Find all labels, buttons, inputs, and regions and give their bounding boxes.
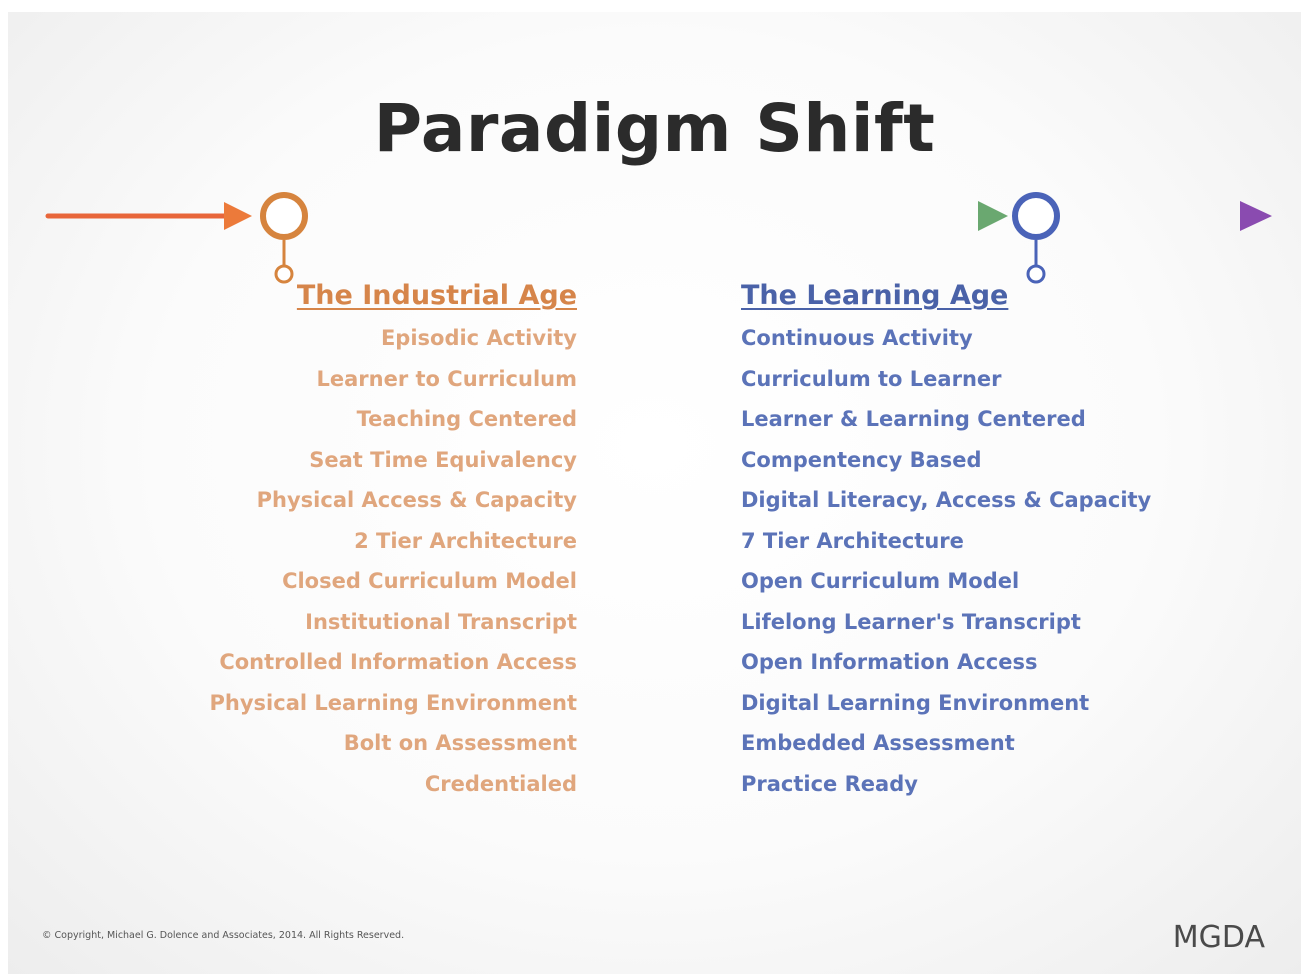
- learning-age-heading: The Learning Age: [741, 280, 1009, 311]
- slide: Paradigm Shift Th: [8, 12, 1301, 974]
- slide-title: Paradigm Shift: [373, 90, 936, 167]
- industrial-item: Episodic Activity: [380, 326, 577, 350]
- industrial-item: Institutional Transcript: [305, 609, 577, 634]
- arrowhead-end: [1240, 201, 1272, 231]
- industrial-item: Physical Access & Capacity: [256, 488, 577, 512]
- industrial-item: 2 Tier Architecture: [354, 528, 577, 553]
- industrial-age-list: Episodic Activity Learner to Curriculum …: [8, 318, 577, 804]
- industrial-item: Closed Curriculum Model: [282, 569, 577, 593]
- industrial-age-marker: [260, 192, 308, 240]
- learning-item: Embedded Assessment: [741, 731, 1015, 755]
- learning-item: Digital Literacy, Access & Capacity: [741, 488, 1152, 512]
- industrial-age-dot: [274, 264, 294, 284]
- industrial-item: Learner to Curriculum: [316, 366, 578, 391]
- industrial-item: Bolt on Assessment: [343, 731, 577, 755]
- learning-age-marker: [1012, 192, 1060, 240]
- learning-item: Digital Learning Environment: [741, 690, 1090, 715]
- industrial-item: Controlled Information Access: [219, 650, 577, 674]
- arrowhead-start: [224, 202, 252, 230]
- learning-age-column: The Learning Age Continuous Activity Cur…: [741, 274, 1261, 804]
- industrial-item: Seat Time Equivalency: [309, 447, 577, 472]
- learning-item: Continuous Activity: [741, 326, 973, 350]
- timeline-arrow: [45, 192, 1272, 284]
- learning-item: Learner & Learning Centered: [741, 407, 1086, 431]
- industrial-item: Teaching Centered: [356, 407, 577, 431]
- arrowhead-middle: [978, 201, 1008, 231]
- learning-age-list: Continuous Activity Curriculum to Learne…: [741, 318, 1261, 804]
- learning-item: Curriculum to Learner: [741, 366, 1002, 391]
- industrial-age-heading: The Industrial Age: [296, 280, 577, 311]
- learning-item: Open Information Access: [741, 650, 1038, 674]
- learning-item: Practice Ready: [741, 771, 918, 796]
- mgda-logo: MGDA: [1172, 920, 1265, 955]
- learning-item: Lifelong Learner's Transcript: [741, 609, 1081, 634]
- learning-age-dot: [1026, 264, 1046, 284]
- industrial-age-column: The Industrial Age Episodic Activity Lea…: [8, 274, 577, 804]
- industrial-item: Credentialed: [424, 771, 577, 796]
- learning-item: Compentency Based: [741, 447, 982, 472]
- learning-item: 7 Tier Architecture: [741, 528, 964, 553]
- learning-item: Open Curriculum Model: [741, 569, 1020, 593]
- industrial-item: Physical Learning Environment: [209, 690, 577, 715]
- copyright-notice: © Copyright, Michael G. Dolence and Asso…: [42, 930, 405, 941]
